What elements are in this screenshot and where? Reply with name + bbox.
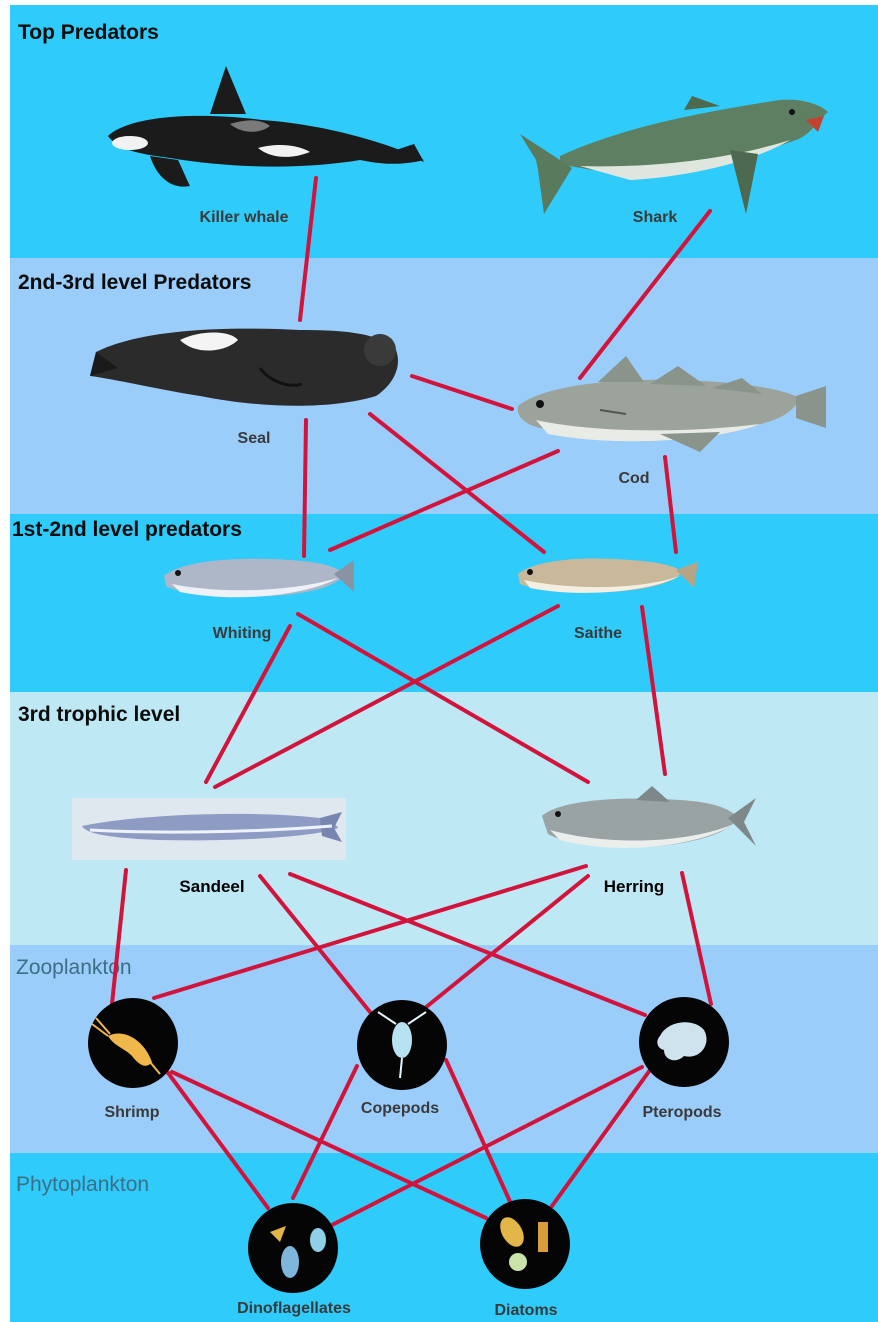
link-sandeel-pteropods [290,874,645,1015]
label-shrimp: Shrimp [104,1104,159,1122]
herring-illustration [542,786,756,848]
link-saithe-herring [642,607,665,774]
link-seal-saithe [370,414,544,552]
link-shrimp-dinoflagellates [160,1062,268,1208]
label-whiting: Whiting [213,625,272,643]
cod-illustration [518,356,826,452]
shrimp-illustration [88,998,178,1088]
label-sandeel: Sandeel [179,877,244,897]
link-killerwhale-seal [300,178,316,320]
seal-illustration [90,329,398,406]
label-shark: Shark [633,209,677,227]
label-herring: Herring [604,877,664,897]
link-whiting-herring [298,614,588,782]
link-copepods-diatoms [446,1060,512,1206]
saithe-illustration [518,559,698,593]
link-sandeel-shrimp [112,870,126,1004]
link-sandeel-copepods [260,876,370,1012]
label-cod: Cod [618,470,649,488]
label-pteropods: Pteropods [642,1104,721,1122]
link-cod-saithe [665,457,676,552]
killer-whale-illustration [108,66,424,187]
diatoms-illustration [480,1199,570,1289]
dinoflagellates-illustration [248,1203,338,1293]
link-herring-copepods [425,876,588,1008]
sandeel-illustration [72,798,346,860]
whiting-illustration [164,559,354,598]
link-pteropods-diatoms [552,1070,650,1206]
label-diatoms: Diatoms [494,1302,557,1320]
shark-illustration [520,96,828,214]
link-seal-cod [412,376,512,409]
pteropods-illustration [639,997,729,1087]
label-dinoflagellates: Dinoflagellates [237,1300,351,1318]
link-whiting-sandeel [206,626,290,782]
link-shark-cod [580,211,710,378]
link-herring-pteropods [682,873,711,1004]
link-seal-whiting [304,420,306,556]
label-seal: Seal [238,430,271,448]
label-saithe: Saithe [574,625,622,643]
label-copepods: Copepods [361,1100,439,1118]
label-killer-whale: Killer whale [200,209,289,227]
copepods-illustration [357,1000,447,1090]
